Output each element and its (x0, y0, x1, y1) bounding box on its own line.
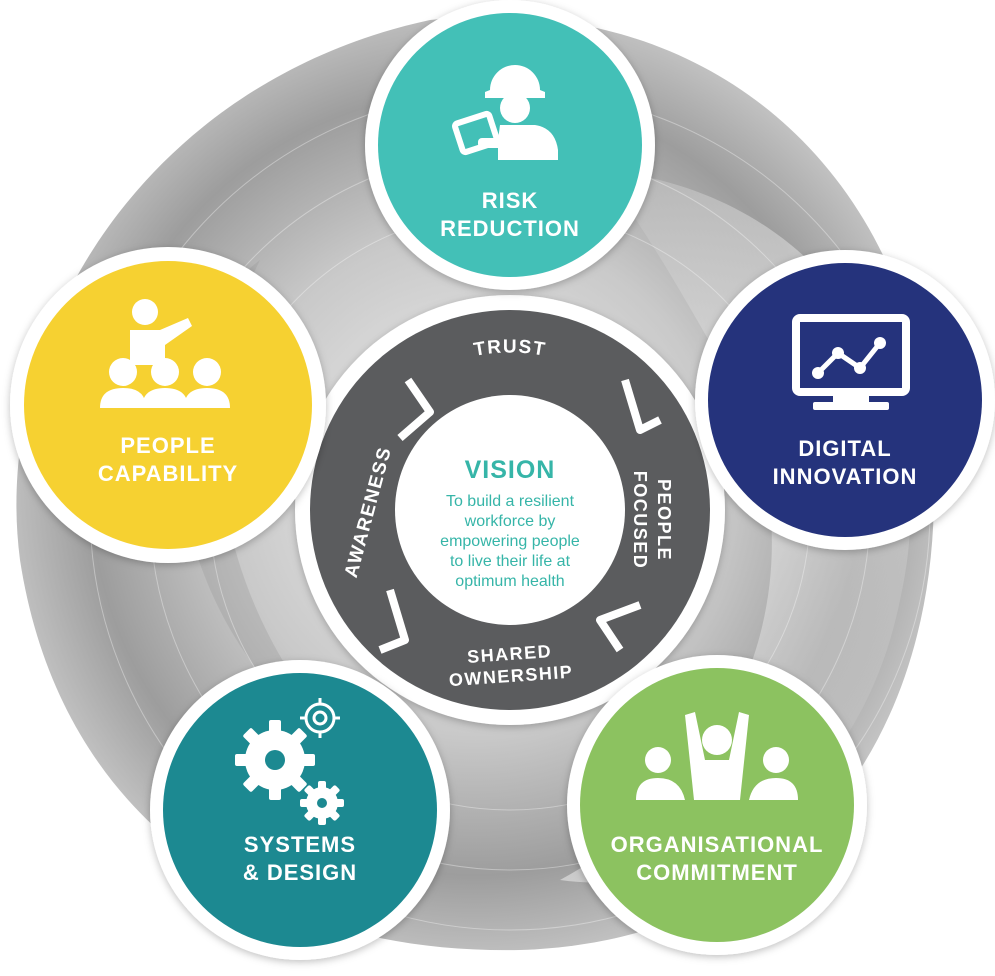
separator-ne (621, 378, 662, 434)
pillar-organisational-commitment-line-2: COMMITMENT (636, 860, 798, 885)
vision-line-3: empowering people (440, 533, 580, 550)
separator-se (596, 601, 642, 653)
pillar-organisational-commitment-line-1: ORGANISATIONAL (611, 832, 824, 857)
pillar-people-capability-line-1: PEOPLE (120, 433, 215, 458)
pillar-organisational-commitment: ORGANISATIONAL COMMITMENT (567, 655, 867, 955)
values-ring: TRUST PEOPLE FOCUSED SHARED OWNERSHIP AW… (295, 295, 725, 725)
vision-line-5: optimum health (455, 573, 564, 590)
pillar-systems-design-line-2: & DESIGN (243, 860, 357, 885)
vision-center: VISION To build a resilient workforce by… (440, 456, 580, 590)
pillar-risk-reduction: RISK REDUCTION (365, 0, 655, 290)
pillar-digital-innovation-line-1: DIGITAL (798, 436, 891, 461)
separator-sw (378, 588, 409, 654)
pillar-people-capability: PEOPLE CAPABILITY (10, 247, 326, 563)
ring-label-focused: FOCUSED (630, 471, 650, 570)
pillar-systems-design-line-1: SYSTEMS (244, 832, 356, 857)
vision-title: VISION (465, 456, 556, 484)
gears-icon (235, 698, 344, 825)
pillar-people-capability-line-2: CAPABILITY (98, 461, 238, 486)
vision-line-4: to live their life at (450, 553, 571, 570)
team-cheer-icon (636, 712, 798, 800)
pillar-risk-reduction-line-2: REDUCTION (440, 216, 580, 241)
vision-line-1: To build a resilient (446, 493, 575, 510)
monitor-chart-icon (792, 314, 910, 410)
worker-clipboard-icon (452, 65, 558, 160)
vision-line-2: workforce by (464, 513, 556, 530)
ring-label-people: PEOPLE (654, 479, 674, 561)
pillar-systems-design: SYSTEMS & DESIGN (150, 660, 450, 960)
pillar-digital-innovation-line-2: INNOVATION (773, 464, 918, 489)
pillar-digital-innovation: DIGITAL INNOVATION (695, 250, 995, 550)
presenter-icon (100, 299, 230, 408)
separator-nw (397, 377, 434, 442)
ring-label-trust: TRUST (472, 336, 548, 360)
pillar-risk-reduction-line-1: RISK (482, 188, 539, 213)
